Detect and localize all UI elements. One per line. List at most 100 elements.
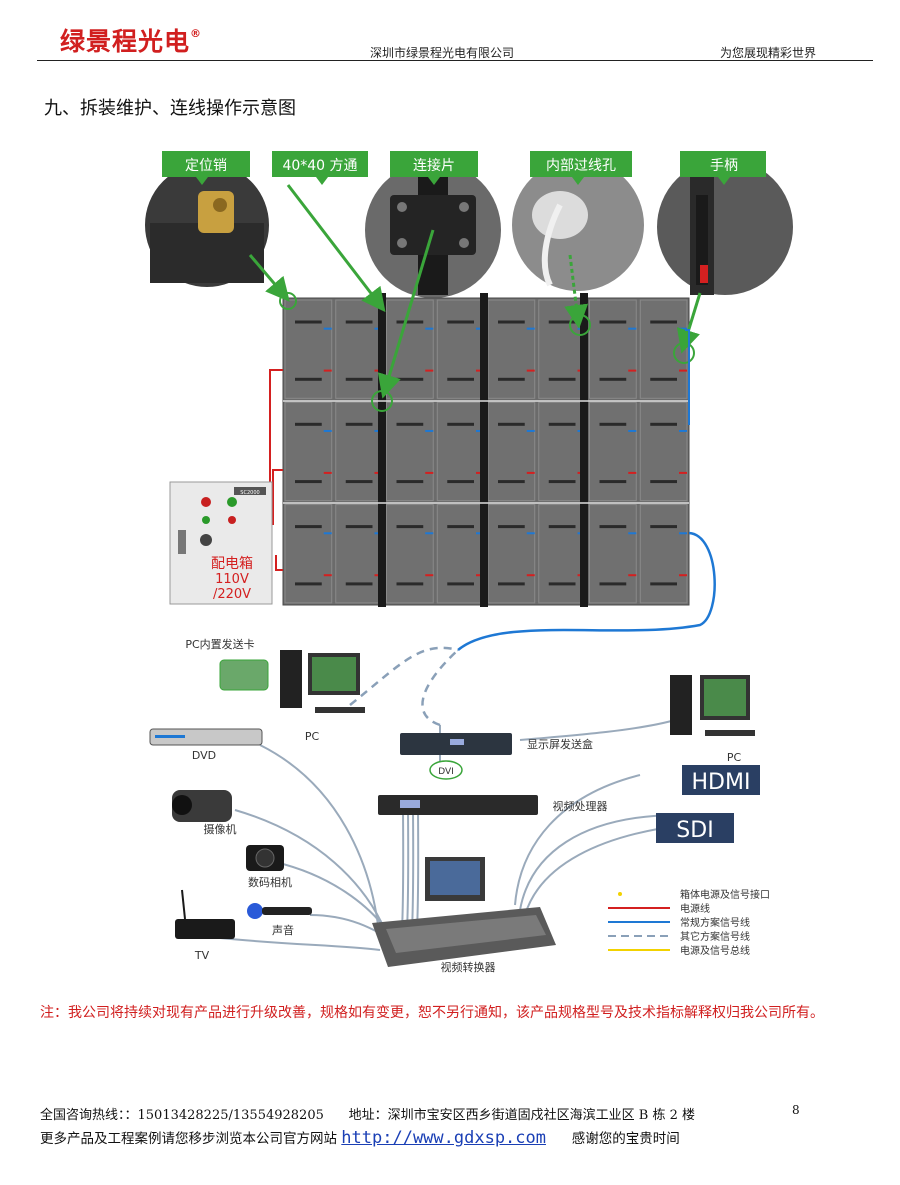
cabinet-slot: [650, 582, 677, 586]
led-cabinet: [538, 504, 586, 604]
power-port: [526, 574, 535, 577]
thanks-text: 感谢您的宝贵时间: [571, 1131, 680, 1147]
cabinet-slot: [345, 582, 373, 586]
cabinet-slot: [650, 422, 677, 426]
callout-label-handle: 手柄: [710, 158, 738, 174]
cabinet-slot: [599, 525, 627, 529]
legend-label: 箱体电源及信号接口: [680, 888, 770, 901]
power-box-label: 配电箱: [211, 556, 253, 572]
hdmi-label: HDMI: [692, 770, 751, 795]
led-cabinet: [335, 504, 383, 604]
header-company: 深圳市绿景程光电有限公司: [370, 46, 515, 60]
power-port: [526, 369, 535, 372]
cabinet-slot: [498, 422, 525, 426]
led-cabinet: [436, 401, 485, 502]
cabinet-slot: [447, 480, 474, 484]
pc-left: PC内置发送卡 PC: [185, 637, 365, 743]
processor-label: 视频处理器: [553, 799, 608, 813]
signal-port: [425, 429, 434, 432]
callout-positioning-pin: 定位销: [141, 151, 273, 291]
company-logo: 绿景程光电®: [60, 22, 202, 58]
cabinet-slot: [295, 422, 322, 426]
legend-marker: [618, 892, 622, 896]
legend-label: 电源及信号总线: [680, 944, 750, 957]
pc-right-label: PC: [727, 751, 742, 764]
cabinet-slot: [599, 582, 627, 586]
power-port: [628, 574, 637, 577]
cabinet-slot: [295, 320, 322, 324]
legend-label: 常规方案信号线: [680, 916, 750, 929]
video-switcher: 视频转换器: [372, 857, 556, 974]
camcorder: 摄像机: [172, 790, 237, 836]
led-cabinet: [589, 401, 637, 502]
cabinet-slot: [548, 525, 576, 529]
power-box-voltage-2: /220V: [213, 587, 251, 602]
cabinet-slot: [345, 480, 373, 484]
signal-port: [628, 532, 637, 535]
logo-text: 绿景程光电: [60, 27, 191, 56]
led-cabinet: [487, 299, 536, 399]
led-cabinet: [386, 504, 434, 604]
cabinet-slot: [498, 320, 525, 324]
signal-port: [679, 532, 687, 535]
hotline-number: ：15013428225/13554928205: [124, 1108, 324, 1123]
callout-cable-hole: 内部过线孔: [508, 151, 648, 295]
power-port: [628, 369, 637, 372]
cabinet-slot: [498, 525, 525, 529]
led-cabinet: [639, 504, 688, 604]
disclaimer-note: 注：我公司将持续对现有产品进行升级改善，规格如有变更，恕不另行通知，该产品规格型…: [40, 1005, 824, 1021]
video-processor: 视频处理器: [378, 795, 608, 815]
cabinet-slot: [345, 377, 373, 381]
cabinet-slot: [295, 480, 322, 484]
power-port: [323, 471, 332, 474]
footer-contact: 全国咨询热线：：15013428225/13554928205 地址：深圳市宝安…: [40, 1104, 695, 1123]
cabinet-slot: [447, 377, 474, 381]
hdmi-badge: HDMI: [682, 765, 760, 795]
pc-card-label: PC内置发送卡: [185, 637, 254, 651]
led-cabinet: [284, 504, 333, 604]
sdi-label: SDI: [676, 818, 713, 843]
led-cabinet: [538, 401, 586, 502]
microphone: 声音: [247, 903, 312, 937]
tv-label: TV: [194, 949, 210, 962]
legend-label: 电源线: [680, 902, 710, 915]
cabinet-slot: [447, 525, 474, 529]
dvd-player: DVD: [149, 728, 263, 762]
led-cabinet: [639, 401, 688, 502]
wiring-diagram: 定位销 40*40 方通 连接片 内部过线孔 手柄: [141, 151, 797, 974]
dvi-badge: DVI: [429, 760, 463, 780]
led-cabinet: [284, 401, 333, 502]
cabinet-slot: [548, 422, 576, 426]
led-cabinet: [386, 299, 434, 399]
signal-port: [323, 532, 332, 535]
power-port: [526, 471, 535, 474]
cabinet-slot: [396, 422, 424, 426]
header-slogan: 为您展现精彩世界: [720, 46, 817, 60]
led-display-wall: [282, 293, 690, 607]
signal-port: [679, 429, 687, 432]
signal-port: [526, 429, 535, 432]
callout-connector-plate: 连接片: [361, 151, 505, 302]
cabinet-slot: [498, 377, 525, 381]
callout-label-plate: 连接片: [413, 157, 455, 174]
power-port: [679, 574, 687, 577]
signal-port: [628, 429, 637, 432]
cabinet-slot: [447, 582, 474, 586]
tv-box: TV: [175, 889, 235, 962]
cabinet-slot: [295, 582, 322, 586]
website-link[interactable]: http://www.gdxsp.com: [341, 1128, 546, 1148]
cabinet-slot: [548, 582, 576, 586]
led-cabinet: [335, 299, 383, 399]
company-address: 地址：深圳市宝安区西乡街道固戍社区海滨工业区 B 栋 2 楼: [348, 1108, 696, 1123]
power-port: [425, 369, 434, 372]
cabinet-slot: [548, 320, 576, 324]
cabinet-slot: [447, 422, 474, 426]
signal-port: [425, 327, 434, 330]
cabinet-slot: [548, 480, 576, 484]
led-cabinet: [487, 504, 536, 604]
callout-square-tube: 40*40 方通: [272, 151, 368, 185]
dvd-label: DVD: [192, 749, 216, 762]
led-cabinet: [436, 299, 485, 399]
cabinet-slot: [650, 525, 677, 529]
